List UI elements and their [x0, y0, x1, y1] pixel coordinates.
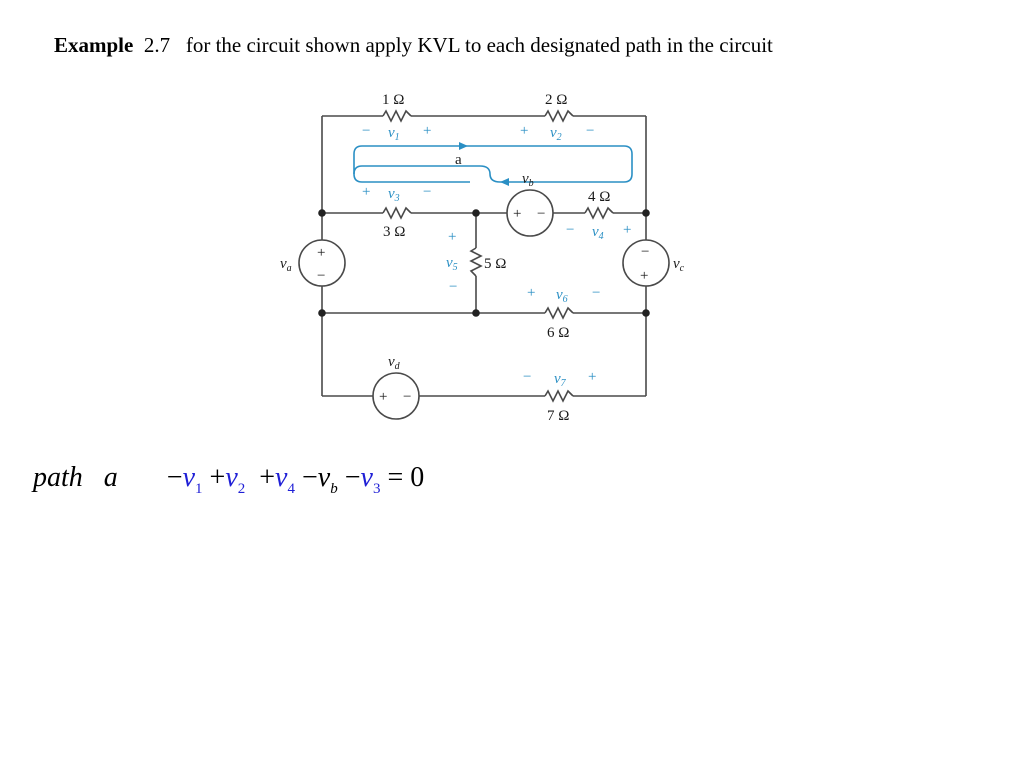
equation-path-label: path	[33, 462, 83, 493]
resistor-2	[544, 109, 574, 123]
eq-v4: v	[275, 462, 288, 493]
vd-plus: +	[379, 389, 387, 405]
resistor-3	[382, 206, 412, 220]
eq-op: +	[259, 462, 276, 493]
vd-label: vd	[388, 354, 401, 372]
v2-label: v2	[550, 125, 562, 143]
v2-minus: −	[586, 123, 594, 139]
circuit-wires	[321, 115, 647, 397]
junction-dot	[318, 209, 326, 217]
vd-minus: −	[403, 389, 411, 405]
eq-op: +	[209, 462, 226, 493]
vb-label: vb	[522, 171, 534, 189]
eq-vb: v	[317, 462, 331, 493]
v3-plus: +	[362, 184, 370, 200]
v7-plus: +	[588, 369, 596, 385]
path-a-loop-left	[353, 145, 460, 174]
v5-minus: −	[449, 279, 457, 295]
eq-v4-sub: 4	[287, 481, 295, 497]
v5-plus: +	[448, 229, 456, 245]
v7-minus: −	[523, 369, 531, 385]
eq-v3: v	[360, 462, 373, 493]
v2-plus: +	[520, 123, 528, 139]
v3-minus: −	[423, 184, 431, 200]
eq-vb-sub: b	[330, 481, 338, 497]
v1-label: v1	[388, 125, 400, 143]
v1-minus: −	[362, 123, 370, 139]
title-keyword: Example	[54, 33, 134, 57]
vc-plus: +	[640, 268, 648, 284]
va-minus: −	[317, 268, 325, 284]
resistor-6	[544, 306, 574, 320]
v6-minus: −	[592, 285, 600, 301]
resistor-5	[469, 247, 483, 277]
v7-label: v7	[554, 371, 567, 389]
vb-minus: −	[537, 206, 545, 222]
junction-dot	[318, 309, 326, 317]
v4-plus: +	[623, 222, 631, 238]
resistor-1-label: 1 Ω	[382, 92, 404, 108]
v5-label: v5	[446, 255, 458, 273]
eq-v1: v	[182, 462, 196, 493]
eq-op: −	[166, 462, 183, 493]
junction-dot	[472, 309, 480, 317]
resistor-5-label: 5 Ω	[484, 256, 506, 272]
circuit-diagram: a 1 Ω 2 Ω 3 Ω 4 Ω 5 Ω 6 Ω 7 Ω − v1 + + v…	[280, 92, 685, 424]
v3-label: v3	[388, 186, 400, 204]
junction-dot	[642, 309, 650, 317]
junction-dot	[642, 209, 650, 217]
source-vd	[372, 372, 420, 420]
va-plus: +	[317, 245, 325, 261]
eq-op: −	[344, 462, 361, 493]
vc-label: vc	[673, 256, 685, 274]
eq-op: −	[301, 462, 318, 493]
resistor-6-label: 6 Ω	[547, 325, 569, 341]
path-a-loop	[353, 145, 633, 183]
eq-v3-sub: 3	[372, 481, 381, 497]
example-title: Example 2.7 for the circuit shown apply …	[54, 33, 773, 58]
v6-plus: +	[527, 285, 535, 301]
v1-plus: +	[423, 123, 431, 139]
junction-dot	[472, 209, 480, 217]
v6-label: v6	[556, 287, 568, 305]
eq-v2-sub: 2	[237, 481, 246, 497]
source-vb	[506, 189, 554, 237]
source-va	[298, 239, 346, 287]
eq-v2: v	[225, 462, 238, 493]
path-a-arrow-right-icon	[459, 142, 468, 150]
kvl-equation: path a −v1 +v2 +v4 −vb −v3 = 0	[33, 462, 424, 498]
junction-dots	[318, 209, 650, 317]
path-a-arrow-left-icon	[500, 178, 509, 186]
resistor-7	[544, 389, 574, 403]
va-label: va	[280, 256, 292, 274]
equation-path-id: a	[103, 462, 118, 493]
eq-v1-sub: 1	[195, 481, 203, 497]
vc-minus: −	[641, 244, 649, 260]
vb-plus: +	[513, 206, 521, 222]
source-vc	[622, 239, 670, 287]
resistor-1	[382, 109, 412, 123]
resistor-4	[584, 206, 614, 220]
resistor-2-label: 2 Ω	[545, 92, 567, 108]
v4-label: v4	[592, 224, 604, 242]
title-number: 2.7	[143, 33, 171, 57]
resistor-7-label: 7 Ω	[547, 408, 569, 424]
eq-equals-zero: = 0	[387, 462, 425, 493]
resistor-3-label: 3 Ω	[383, 224, 405, 240]
title-text: for the circuit shown apply KVL to each …	[185, 33, 773, 57]
path-a-label: a	[455, 152, 462, 168]
v4-minus: −	[566, 222, 574, 238]
resistor-4-label: 4 Ω	[588, 189, 610, 205]
